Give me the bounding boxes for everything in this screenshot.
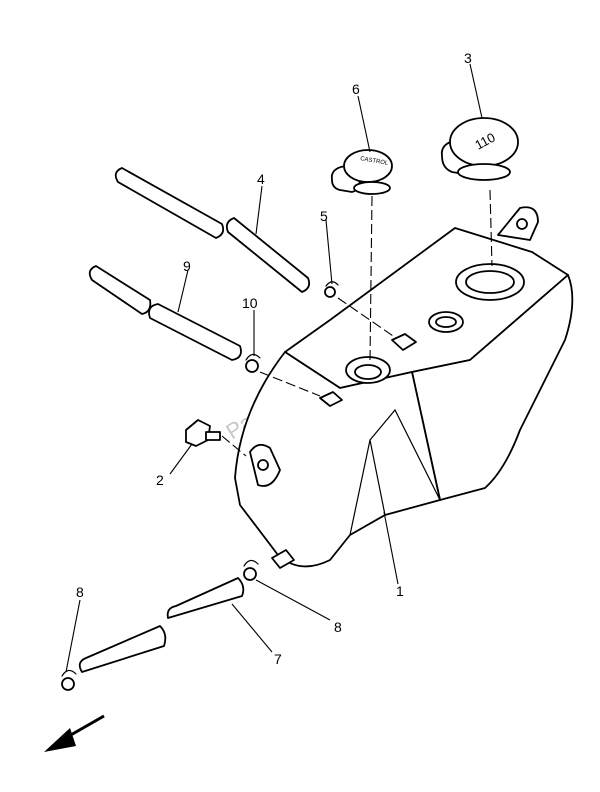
callout-9: 9 (183, 258, 191, 274)
leader-lines (65, 63, 493, 673)
cap-6: CASTROL (330, 149, 393, 195)
callout-7: 7 (274, 651, 282, 667)
callout-4: 4 (257, 171, 265, 187)
hose-9 (88, 265, 242, 361)
callout-8-right: 8 (334, 619, 342, 635)
bolt-2 (185, 419, 221, 447)
callout-labels: 1 2 3 4 5 6 7 8 8 9 10 (76, 50, 472, 667)
cap-3: 110 (440, 117, 519, 181)
callout-10: 10 (242, 295, 258, 311)
callout-3: 3 (464, 50, 472, 66)
callout-1: 1 (396, 583, 404, 599)
callout-5: 5 (320, 208, 328, 224)
cap-6-marking: CASTROL (360, 156, 390, 167)
callout-2: 2 (156, 472, 164, 488)
hose-4 (114, 167, 311, 293)
clips (61, 281, 339, 691)
hose-7 (78, 577, 245, 673)
direction-arrow (44, 714, 105, 752)
callout-8-left: 8 (76, 584, 84, 600)
tank (234, 206, 574, 569)
callout-6: 6 (352, 81, 360, 97)
